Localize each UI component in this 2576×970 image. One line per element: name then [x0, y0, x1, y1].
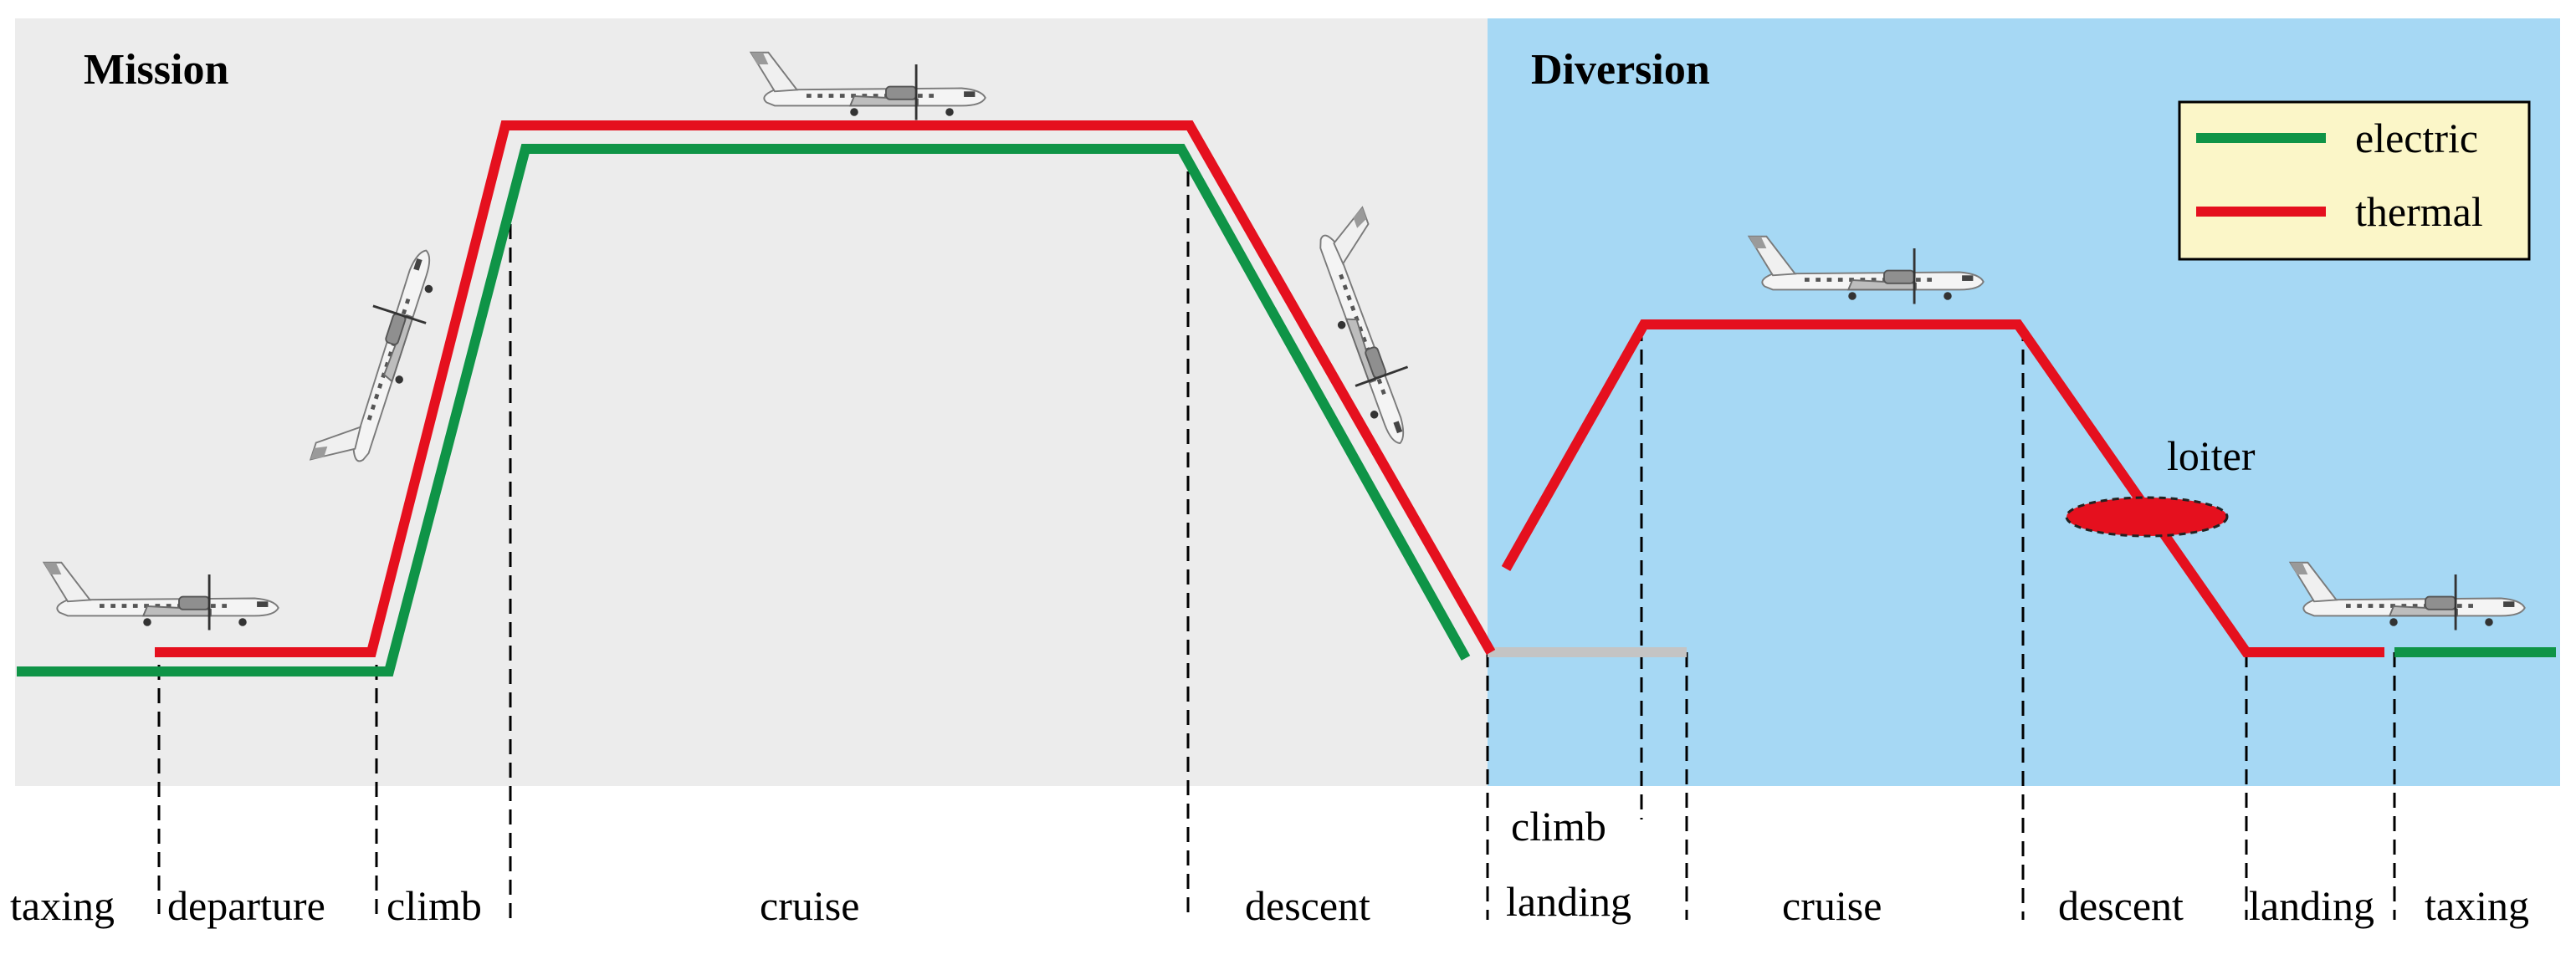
phase-label-diversion-landing: landing: [1506, 878, 1631, 925]
phase-label-diversion-climb: climb: [1511, 803, 1606, 850]
phase-label-taxing: taxing: [10, 882, 115, 929]
thermal-profile-mission: [155, 120, 1496, 657]
phase-label-final-taxing: taxing: [2425, 882, 2529, 929]
phase-labels: taxing departure climb cruise descent cl…: [10, 803, 2529, 929]
thermal-profile-diversion: [1501, 319, 2384, 657]
phase-label-final-landing: landing: [2249, 882, 2374, 929]
diversion-title: Diversion: [1531, 46, 1710, 94]
phase-label-climb: climb: [387, 882, 482, 929]
electric-profile-mission: [17, 144, 1471, 676]
legend-label-electric: electric: [2355, 115, 2478, 161]
mission-title: Mission: [84, 46, 228, 94]
phase-label-diversion-descent: descent: [2058, 882, 2184, 929]
phase-label-departure: departure: [167, 882, 325, 929]
phase-label-cruise: cruise: [760, 882, 859, 929]
loiter-label: loiter: [2167, 432, 2256, 479]
loiter-marker: [2065, 496, 2229, 538]
phase-label-descent: descent: [1245, 882, 1370, 929]
legend: electric thermal: [2178, 100, 2531, 261]
legend-label-thermal: thermal: [2355, 188, 2483, 235]
phase-boundaries: [157, 171, 2396, 920]
phase-label-diversion-cruise: cruise: [1782, 882, 1882, 929]
